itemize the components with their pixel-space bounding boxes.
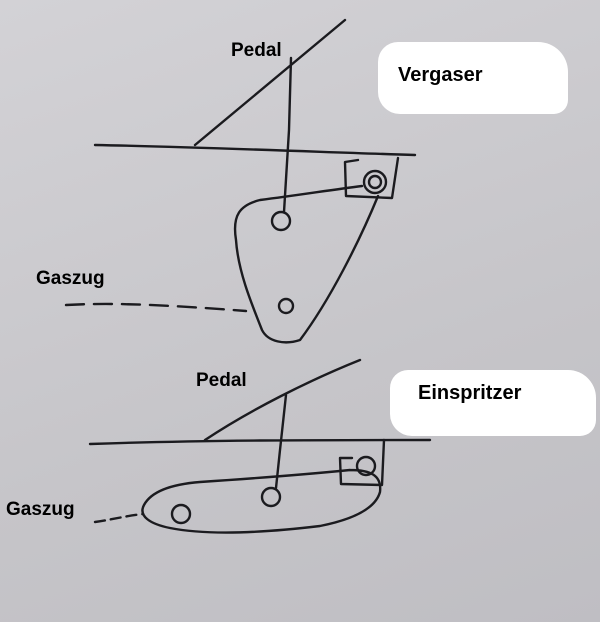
einspritzer-sketch [88,358,432,534]
throttle-cable-top [64,302,248,313]
lever-bottom [141,468,382,534]
rod-joint-top [270,210,292,232]
pedal-label-top: Pedal [231,40,282,61]
pedal-label-bottom: Pedal [196,370,247,391]
rod-joint-bottom [260,486,282,508]
pivot-bracket-top [343,156,400,200]
pivot-circle-bottom [355,455,377,477]
throttle-cable-bottom [93,512,145,524]
pivot-bracket-bottom [338,438,386,487]
pedal-arm-top [193,18,347,147]
cable-joint-top [277,297,295,315]
floor-line-top [93,143,417,157]
vergaser-sketch [64,18,417,344]
floor-line-bottom [88,438,432,446]
gaszug-label-bottom: Gaszug [6,499,75,520]
label-background-vergaser [378,42,568,114]
pedal-arm-bottom [203,358,362,442]
vergaser-title: Vergaser [398,64,483,86]
gaszug-label-top: Gaszug [36,268,105,289]
pivot-circle-top [362,169,388,195]
label-background-einspritzer [390,370,596,436]
cam-lever-top [233,184,380,344]
pedal-rod-top [282,56,293,214]
cable-joint-bottom [170,503,192,525]
einspritzer-title: Einspritzer [418,382,522,404]
pivot-circle-top-inner [367,174,383,190]
